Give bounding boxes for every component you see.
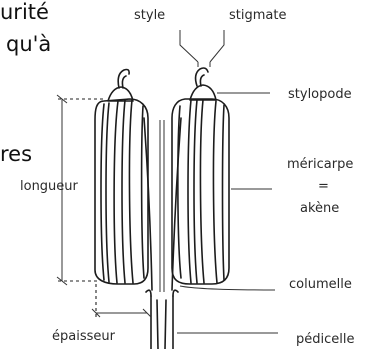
epaisseur-dimension (92, 284, 151, 318)
label-longueur: longueur (20, 179, 79, 194)
pedicelle-shape (146, 290, 178, 349)
label-epaisseur: épaisseur (52, 329, 116, 344)
side-text-line-2: qu'à (6, 32, 51, 56)
label-mericarpe: méricarpe (287, 157, 353, 172)
label-equals: = (318, 179, 329, 194)
label-pedicelle: pédicelle (296, 332, 354, 347)
columelle-pointer (180, 286, 275, 290)
label-stigmate: stigmate (229, 8, 286, 23)
side-text-line-3: res (0, 142, 32, 166)
left-stylopode (108, 70, 133, 102)
columelle-shape (144, 118, 181, 292)
style-stigmate-pointers (180, 30, 224, 67)
right-stylopode (190, 68, 216, 100)
label-columelle: columelle (289, 277, 352, 292)
label-akene: akène (300, 201, 339, 216)
label-style: style (134, 8, 165, 23)
left-mericarp (95, 99, 148, 284)
label-stylopode: stylopode (288, 87, 352, 102)
side-text-line-1: urité (0, 0, 49, 24)
